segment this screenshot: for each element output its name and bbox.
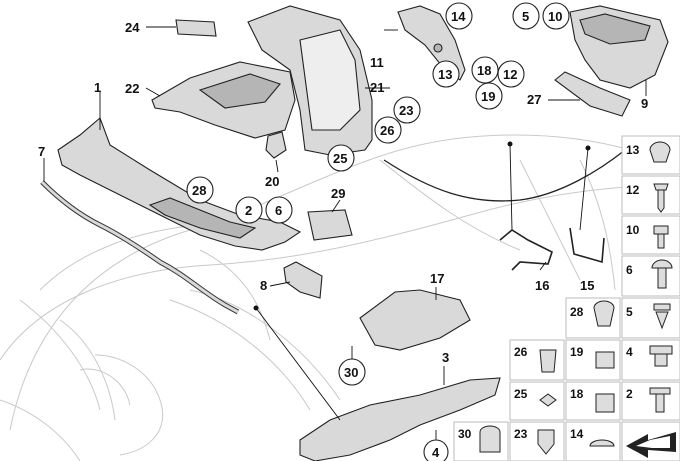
clip-18-icon bbox=[595, 393, 615, 413]
callout-2: 2 bbox=[235, 196, 263, 224]
svg-text:30: 30 bbox=[344, 365, 358, 380]
callout-12: 12 bbox=[497, 60, 525, 88]
fastener-label-13: 13 bbox=[626, 143, 640, 157]
car-body-outline bbox=[0, 134, 680, 461]
clip-25-icon bbox=[539, 393, 557, 407]
part-3-underbody bbox=[299, 377, 501, 461]
label-9: 9 bbox=[641, 96, 648, 111]
svg-text:18: 18 bbox=[477, 63, 491, 78]
nut-4-icon bbox=[649, 345, 673, 367]
label-27: 27 bbox=[527, 92, 541, 107]
grid-label-19: 19 bbox=[570, 345, 584, 359]
part-27-strip bbox=[554, 71, 631, 117]
fastener-label-12: 12 bbox=[626, 183, 640, 197]
hood-edge-line bbox=[383, 149, 626, 202]
clip-26-icon bbox=[539, 349, 557, 373]
label-20: 20 bbox=[265, 174, 279, 189]
clip-19-icon bbox=[595, 351, 615, 369]
svg-text:6: 6 bbox=[275, 203, 282, 218]
label-11: 11 bbox=[370, 55, 384, 70]
callout-30: 30 bbox=[338, 358, 366, 386]
clip-30-icon bbox=[479, 425, 501, 453]
bolt-10-icon bbox=[653, 225, 669, 249]
callout-5-top: 5 bbox=[512, 2, 540, 30]
label-3: 3 bbox=[442, 350, 449, 365]
callout-19: 19 bbox=[475, 82, 503, 110]
fastener-label-6: 6 bbox=[626, 263, 633, 277]
svg-text:14: 14 bbox=[451, 9, 466, 24]
callout-4-bottom: 4 bbox=[423, 439, 449, 461]
svg-text:12: 12 bbox=[503, 67, 517, 82]
callout-18: 18 bbox=[471, 56, 499, 84]
svg-text:2: 2 bbox=[245, 203, 252, 218]
grid-label-30: 30 bbox=[458, 427, 472, 441]
svg-text:19: 19 bbox=[481, 89, 495, 104]
svg-text:10: 10 bbox=[548, 9, 562, 24]
callout-28: 28 bbox=[186, 176, 214, 204]
screw-12-icon bbox=[653, 183, 669, 213]
clip-28-icon bbox=[593, 300, 615, 327]
callout-25: 25 bbox=[327, 144, 355, 172]
screw-2-icon bbox=[649, 387, 671, 413]
label-17: 17 bbox=[430, 271, 444, 286]
part-8-block bbox=[283, 261, 323, 299]
svg-text:23: 23 bbox=[399, 103, 413, 118]
label-1: 1 bbox=[94, 80, 101, 95]
svg-text:28: 28 bbox=[192, 183, 206, 198]
grommet-14-icon bbox=[589, 439, 615, 447]
grid-label-18: 18 bbox=[570, 387, 584, 401]
grid-label-25: 25 bbox=[514, 387, 528, 401]
label-7: 7 bbox=[38, 144, 45, 159]
part-15-bracket bbox=[569, 227, 605, 264]
fastener-label-5: 5 bbox=[626, 305, 633, 319]
clip-5-icon bbox=[653, 303, 671, 330]
label-22: 22 bbox=[125, 81, 139, 96]
callout-13: 13 bbox=[432, 60, 460, 88]
part-29-pad bbox=[307, 209, 353, 241]
fastener-label-4: 4 bbox=[626, 345, 633, 359]
label-24: 24 bbox=[125, 20, 140, 35]
part-17-shield bbox=[359, 289, 471, 351]
part-20-bracket bbox=[265, 131, 287, 159]
svg-text:26: 26 bbox=[380, 123, 394, 138]
rivet-6-icon bbox=[651, 259, 673, 289]
label-21: 21 bbox=[370, 80, 384, 95]
svg-text:5: 5 bbox=[522, 9, 529, 24]
svg-text:13: 13 bbox=[438, 67, 452, 82]
callout-26: 26 bbox=[374, 116, 402, 144]
grid-label-23: 23 bbox=[514, 427, 528, 441]
callout-14: 14 bbox=[445, 2, 473, 30]
label-16: 16 bbox=[535, 278, 549, 293]
callout-23: 23 bbox=[393, 96, 421, 124]
fastener-grid: 28 26 19 25 18 30 23 14 bbox=[453, 297, 621, 461]
part-1-cowl bbox=[57, 117, 302, 251]
label-29: 29 bbox=[331, 186, 345, 201]
callout-10: 10 bbox=[542, 2, 570, 30]
svg-text:25: 25 bbox=[333, 151, 347, 166]
clip-23-icon bbox=[537, 429, 555, 455]
leader-lines bbox=[43, 26, 647, 440]
label-15: 15 bbox=[580, 278, 594, 293]
callout-6: 6 bbox=[265, 196, 293, 224]
fastener-label-2: 2 bbox=[626, 387, 633, 401]
clip-13-icon bbox=[649, 141, 671, 163]
grid-label-14: 14 bbox=[570, 427, 584, 441]
grid-label-26: 26 bbox=[514, 345, 528, 359]
fastener-column: 13 12 10 6 5 4 2 bbox=[621, 135, 680, 461]
grid-label-28: 28 bbox=[570, 305, 584, 319]
svg-text:4: 4 bbox=[432, 445, 440, 460]
part-24-pad bbox=[175, 19, 217, 37]
label-8: 8 bbox=[260, 278, 267, 293]
fastener-label-10: 10 bbox=[626, 223, 640, 237]
